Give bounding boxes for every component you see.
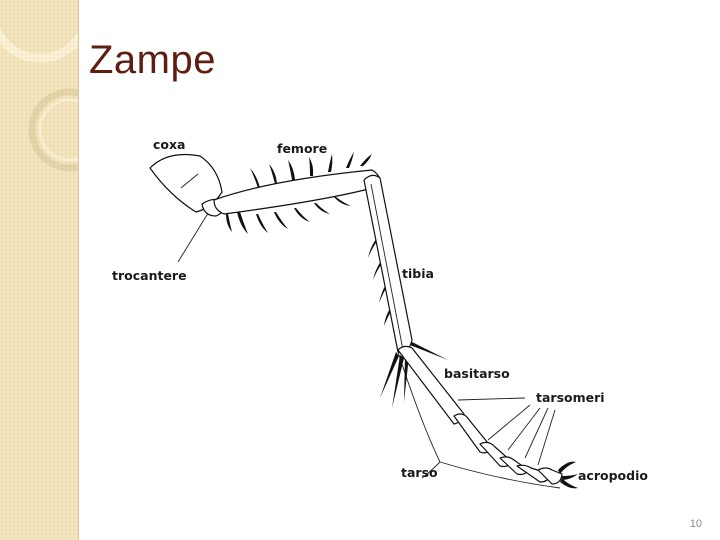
leader-lines	[177, 209, 561, 489]
label-tibia: tibia	[402, 266, 434, 281]
decorative-side-strip	[0, 0, 79, 540]
coxa-segment	[149, 153, 223, 213]
tibia-segment	[363, 174, 413, 354]
acropodio-claws	[558, 461, 578, 489]
label-tarso: tarso	[401, 465, 438, 480]
label-femore: femore	[277, 141, 327, 156]
tibia-spurs	[380, 342, 448, 408]
femur-bristles	[226, 152, 372, 234]
label-acropodio: acropodio	[578, 468, 648, 483]
slide-title: Zampe	[89, 38, 216, 82]
label-trocantere: trocantere	[112, 268, 187, 283]
label-basitarso: basitarso	[444, 366, 510, 381]
label-tarsomeri: tarsomeri	[536, 390, 605, 405]
femore-segment	[213, 169, 381, 215]
page-number: 10	[689, 518, 702, 530]
basitarso-segment	[397, 345, 465, 425]
tarsomero-5	[537, 467, 563, 485]
label-coxa: coxa	[153, 137, 186, 152]
